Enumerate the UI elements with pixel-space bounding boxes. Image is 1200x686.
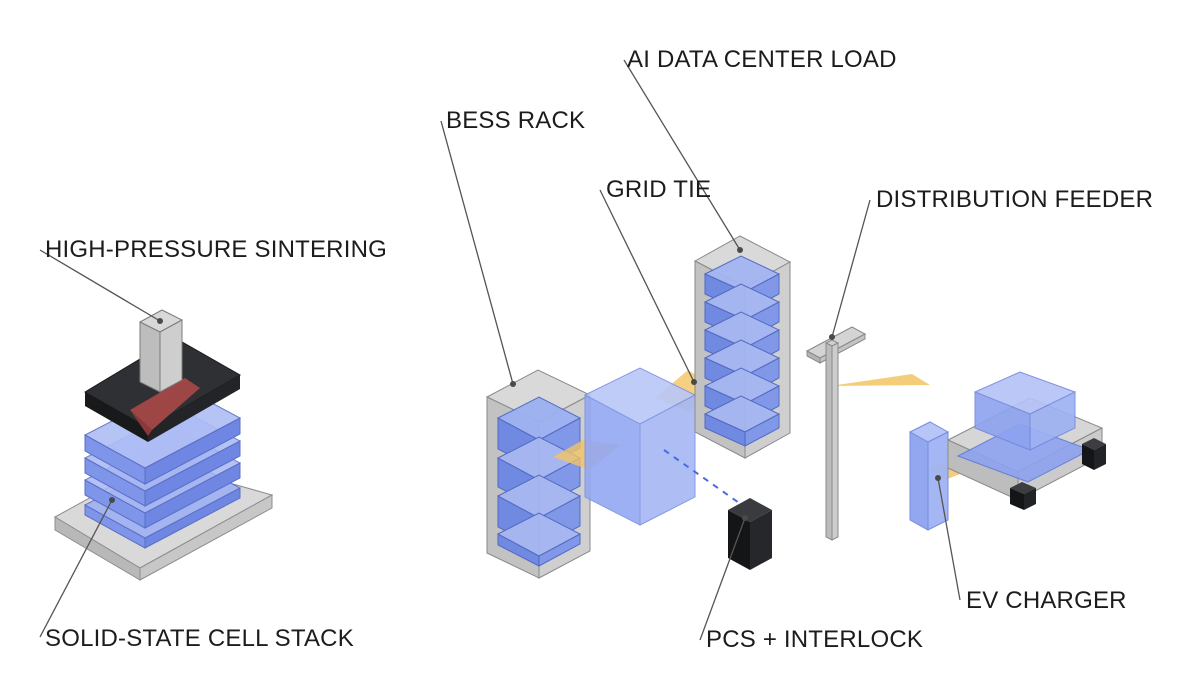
label-grid-tie: GRID TIE — [606, 176, 711, 203]
label-high-pressure-sintering: HIGH-PRESSURE SINTERING — [45, 236, 387, 263]
leader-lines — [39, 59, 961, 641]
flow-plane — [830, 374, 930, 386]
ev-vehicle — [946, 371, 1106, 510]
pcs-cabinet — [728, 498, 772, 570]
ai-data-center-tower — [693, 235, 792, 459]
label-ai-data-center-load: AI DATA CENTER LOAD — [627, 46, 897, 73]
sintering-press — [84, 309, 242, 442]
label-pcs-interlock: PCS + INTERLOCK — [706, 626, 923, 653]
label-distribution-feeder: DISTRIBUTION FEEDER — [876, 186, 1153, 213]
ev-charger-post — [908, 421, 950, 531]
distribution-pole — [805, 326, 867, 541]
label-solid-state-cell-stack: SOLID-STATE CELL STACK — [45, 625, 354, 652]
control-link — [663, 449, 743, 506]
grid-tie-cube — [583, 367, 697, 526]
bess-rack — [485, 369, 592, 579]
label-bess-rack: BESS RACK — [446, 107, 585, 134]
label-ev-charger: EV CHARGER — [966, 587, 1127, 614]
